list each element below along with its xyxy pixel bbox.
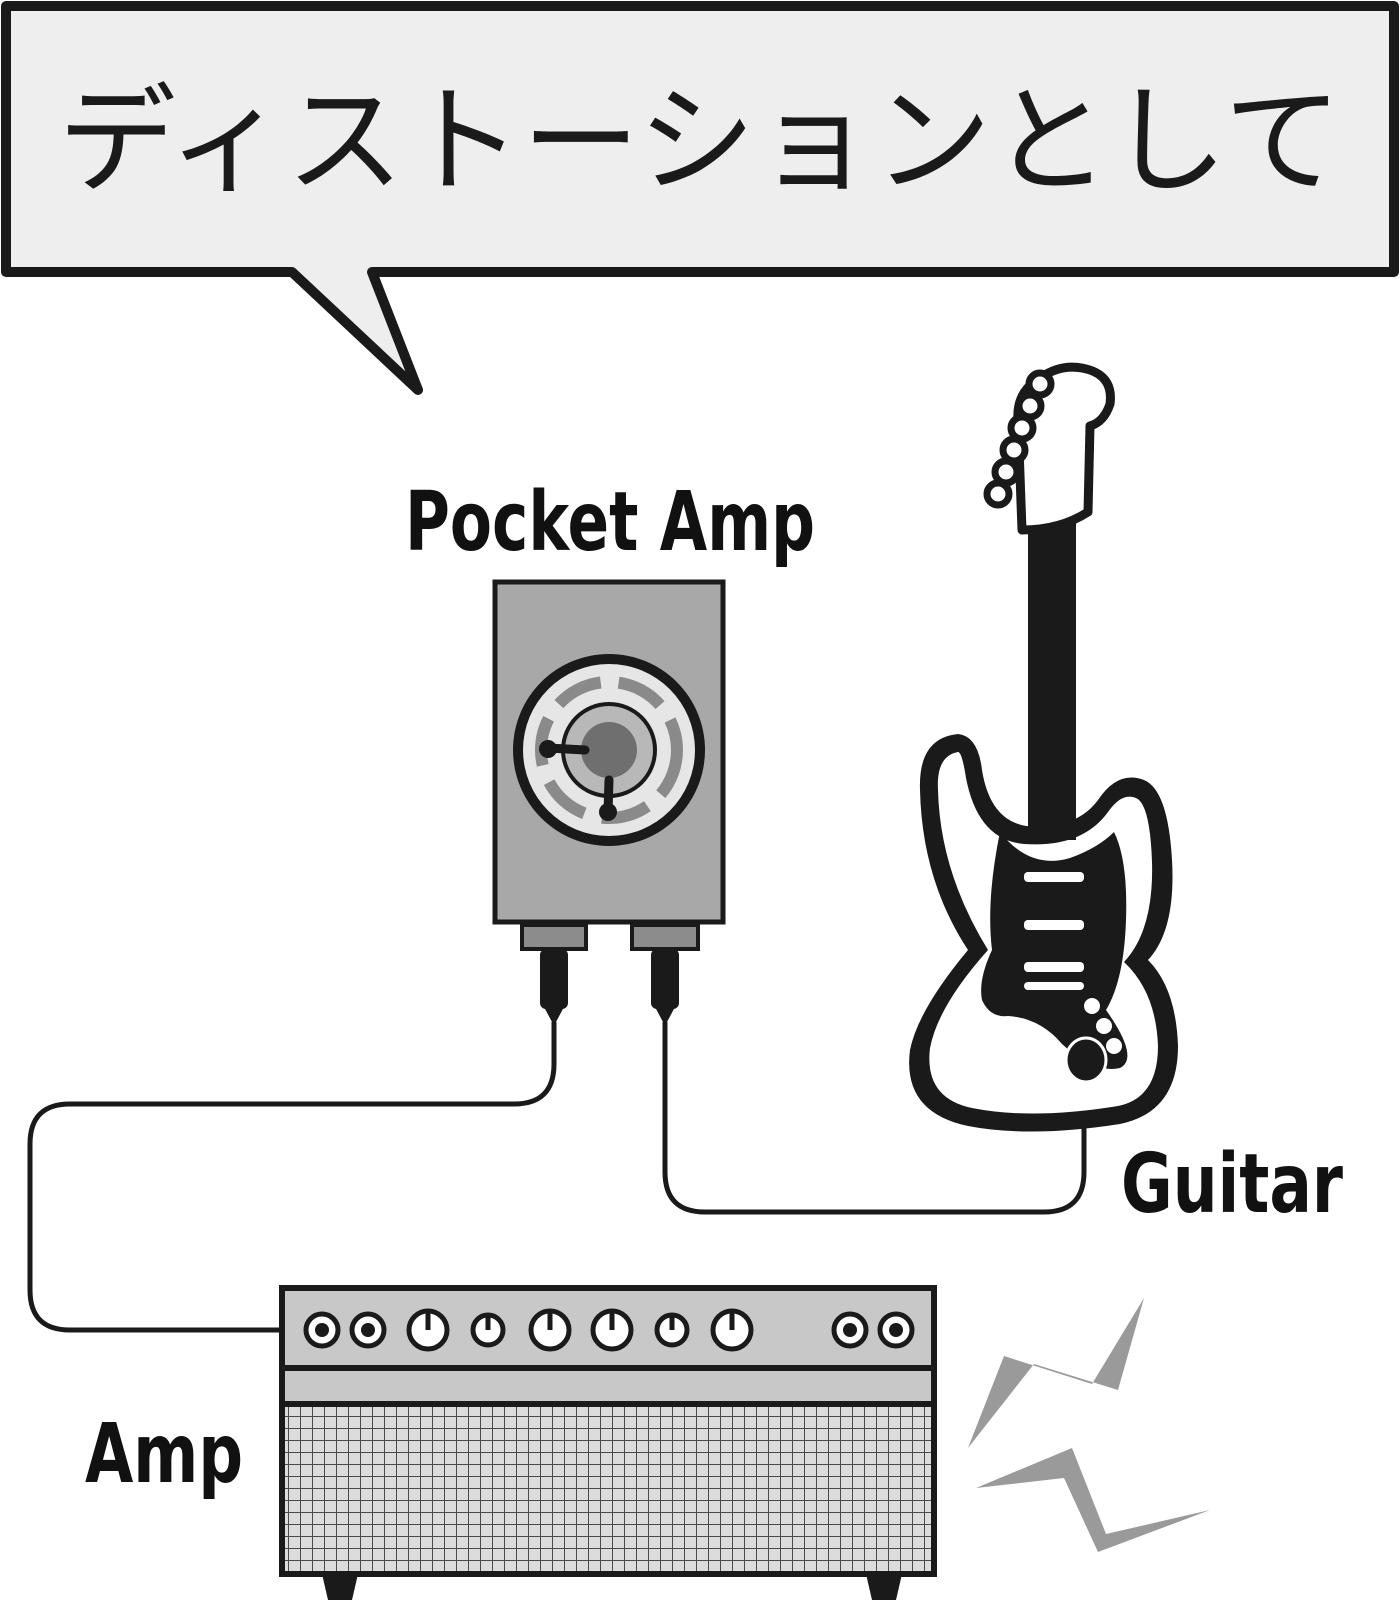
- amp-knob: [654, 1312, 690, 1348]
- amp-label: Amp: [85, 1407, 243, 1502]
- amp-knob: [470, 1312, 506, 1348]
- amp-knob: [590, 1308, 634, 1352]
- speech-bubble: ディストーションとして: [1, 1, 1399, 395]
- amp-knob: [528, 1308, 572, 1352]
- callout-text: ディストーションとして: [58, 72, 1342, 210]
- sound-wave-icon: [968, 1298, 1210, 1552]
- amp-output-jack-1: [831, 1311, 869, 1349]
- amp-knob: [710, 1308, 754, 1352]
- amp-input-jack-1: [303, 1311, 341, 1349]
- pocket-amp-label: Pocket Amp: [405, 475, 815, 570]
- amp-speaker-grille: [279, 1401, 937, 1577]
- amp-knob: [406, 1308, 450, 1352]
- amp-output-jack-2: [877, 1311, 915, 1349]
- pocket-amp-device: [492, 579, 726, 925]
- pocket-amp-output-jack: [520, 923, 588, 1022]
- guitar-icon: [909, 362, 1178, 1132]
- cable-guitar-to-pocket-amp: [662, 1022, 1087, 1215]
- cable-pocket-amp-to-amp: [27, 1022, 557, 1333]
- amplifier: [279, 1285, 937, 1600]
- amp-input-jack-2: [349, 1311, 387, 1349]
- guitar-label: Guitar: [1121, 1137, 1343, 1232]
- pocket-amp-input-jack: [630, 923, 700, 1022]
